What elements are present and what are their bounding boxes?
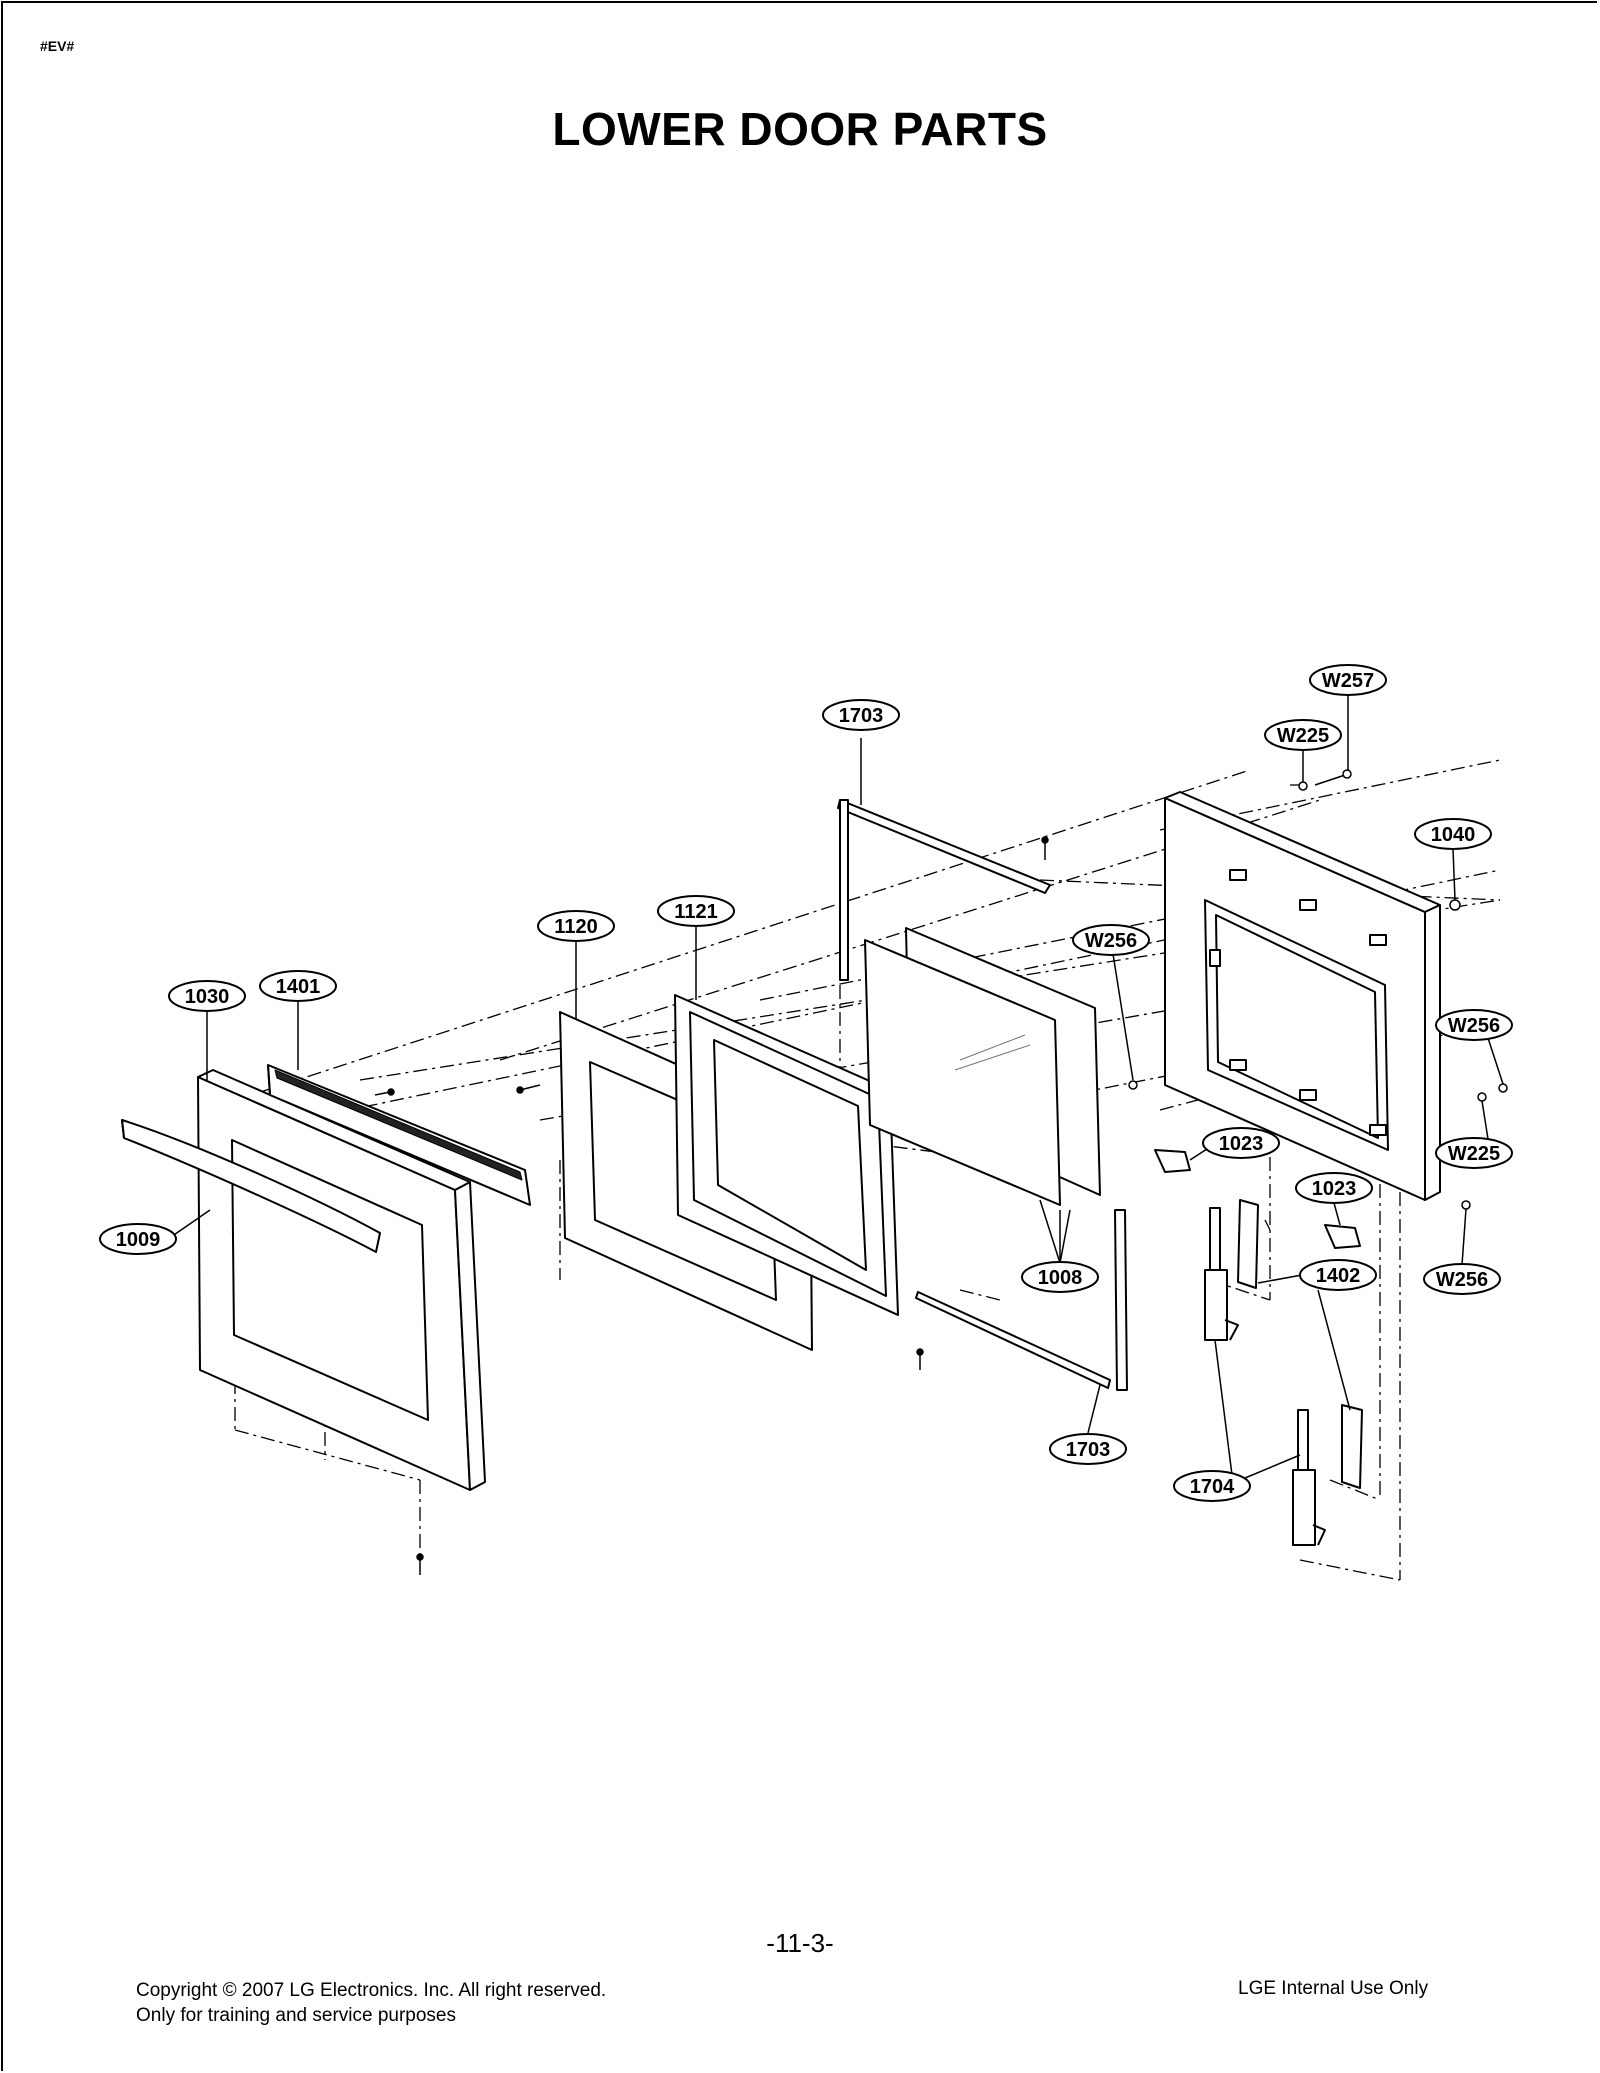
part-vent-trim [267,1064,531,1206]
callout-text: 1121 [674,901,717,923]
callout-1121: 1121 [657,895,735,927]
callout-w225: W225 [1264,719,1342,751]
screw-trim-left [374,1088,395,1096]
callout-bubble [1021,1261,1099,1293]
callout-bubble [1435,1137,1513,1169]
callout-text: 1703 [1066,1439,1111,1461]
callout-1401: 1401 [259,970,337,1002]
fastener-w257 [1314,769,1352,786]
callout-1008: 1008 [1021,1261,1099,1293]
callout-1120: 1120 [537,910,615,942]
fastener-w256-left [1128,1080,1138,1090]
part-glass-seal-top [837,799,1051,981]
screw-frame-left [516,1084,541,1094]
part-clip-lower [1324,1224,1361,1249]
part-glass-panels [864,927,1101,1206]
callout-w257: W257 [1309,664,1387,696]
callout-text: 1120 [554,916,597,938]
callout-text: 1402 [1316,1265,1361,1287]
callout-text: 1030 [185,986,230,1008]
copyright-line: Copyright © 2007 LG Electronics. Inc. Al… [136,1980,607,2001]
document-tag: #EV# [40,38,75,54]
callout-text: W257 [1322,670,1374,692]
part-glass-seal-bottom [915,1209,1128,1391]
part-hinge-right [1292,1409,1326,1546]
page-number: -11-3- [766,1928,834,1958]
part-door-handle [121,1119,381,1253]
fastener-w225-top [1298,781,1308,791]
callout-bubble [1264,719,1342,751]
callout-w256: W256 [1072,924,1150,956]
callout-text: 1023 [1219,1133,1264,1155]
callout-text: W225 [1448,1143,1500,1165]
callout-bubble [99,1223,177,1255]
fastener-w225-right [1477,1092,1487,1102]
callout-text: 1008 [1038,1267,1083,1289]
callout-w225: W225 [1435,1137,1513,1169]
callout-text: W256 [1085,930,1137,952]
internal-use-label: LGE Internal Use Only [1238,1978,1429,1999]
callout-w256: W256 [1423,1263,1501,1295]
callout-text: 1704 [1190,1476,1235,1498]
callout-1402: 1402 [1299,1259,1377,1291]
callout-text: 1401 [276,976,321,998]
callout-text: 1040 [1431,824,1476,846]
callout-bubble [1435,1009,1513,1041]
callout-1704: 1704 [1173,1470,1251,1502]
callout-bubble [168,980,246,1012]
screw-bottom-door [416,1553,424,1575]
callout-bubble [1309,664,1387,696]
callout-bubble [1049,1433,1127,1465]
callout-bubble [537,910,615,942]
part-bracket-lower [1341,1404,1363,1489]
part-outer-door-panel [197,1069,486,1491]
leader-lines [167,692,1504,1479]
callout-text: 1009 [116,1229,161,1251]
callout-1040: 1040 [1414,818,1492,850]
callout-1023: 1023 [1202,1127,1280,1159]
callout-text: W256 [1436,1269,1488,1291]
callout-1703: 1703 [1049,1433,1127,1465]
screw-bottom-center [916,1348,924,1370]
callout-bubble [822,699,900,731]
screw-seal-top [1041,836,1049,860]
part-clip-upper [1154,1149,1191,1173]
callout-text: 1703 [839,705,884,727]
callout-text: W256 [1448,1015,1500,1037]
callout-1030: 1030 [168,980,246,1012]
callout-bubble [1072,924,1150,956]
fastener-w256-right [1498,1083,1508,1093]
callout-bubble [1173,1470,1251,1502]
callout-text: W225 [1277,725,1329,747]
callout-bubble [1202,1127,1280,1159]
callout-bubble [259,970,337,1002]
callout-text: 1023 [1312,1178,1357,1200]
part-bracket-upper [1237,1199,1259,1289]
callout-w256: W256 [1435,1009,1513,1041]
callout-bubble [1423,1263,1501,1295]
training-line: Only for training and service purposes [136,2005,456,2026]
callout-1023: 1023 [1295,1172,1373,1204]
callout-1703: 1703 [822,699,900,731]
callout-bubble [1299,1259,1377,1291]
callout-bubble [1414,818,1492,850]
fastener-w256-bottom [1461,1200,1471,1210]
callout-bubble [657,895,735,927]
fastener-1040-screw [1449,899,1461,911]
callout-1009: 1009 [99,1223,177,1255]
part-glass-frame [674,994,899,1316]
callout-bubble [1295,1172,1373,1204]
footer-left: Copyright © 2007 LG Electronics. Inc. Al… [136,1978,606,2028]
part-inner-door-liner [1164,791,1441,1201]
page-title: LOWER DOOR PARTS [552,103,1048,155]
part-hinge-left [1204,1207,1239,1341]
